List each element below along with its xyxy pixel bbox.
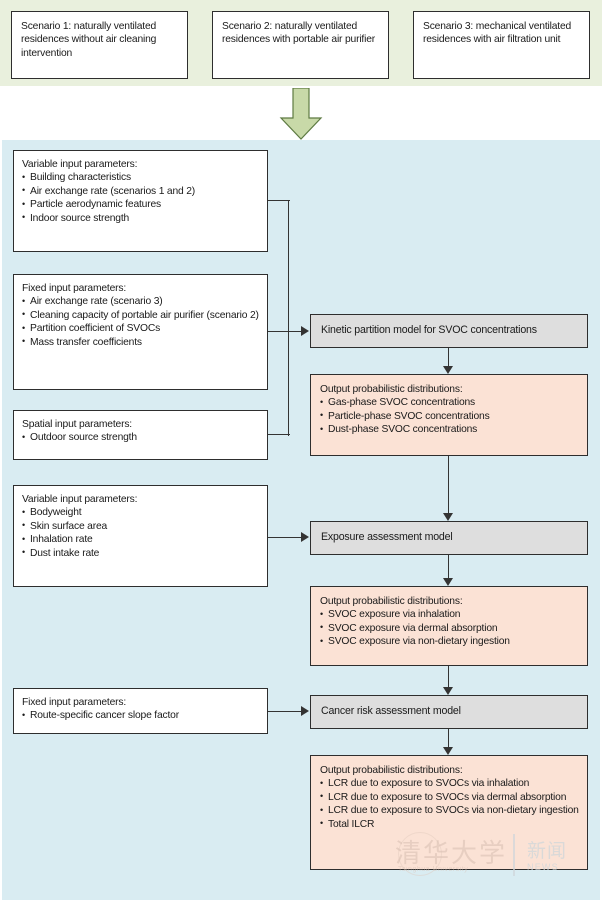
fixed-input-parameters-environment-box: Fixed input parameters: Air exchange rat…	[13, 274, 268, 390]
connector-cancer-model-to-output	[448, 729, 450, 747]
output-exposure-list: SVOC exposure via inhalation SVOC exposu…	[320, 608, 579, 649]
arrowhead-into-cancer-model	[443, 687, 453, 695]
connector-env-inputs-bus	[288, 200, 290, 436]
variable-env-list: Building characteristics Air exchange ra…	[22, 171, 260, 225]
arrowhead-into-cancer-model-left	[301, 706, 309, 716]
list-item: Air exchange rate (scenarios 1 and 2)	[22, 184, 260, 198]
spatial-list: Outdoor source strength	[22, 431, 260, 445]
list-item: Outdoor source strength	[22, 431, 260, 445]
output-risk-title: Output probabilistic distributions:	[320, 765, 463, 776]
list-item: SVOC exposure via dermal absorption	[320, 621, 579, 635]
spatial-input-parameters-box: Spatial input parameters: Outdoor source…	[13, 410, 268, 460]
arrowhead-into-kinetic-model	[301, 326, 309, 336]
list-item: Particle aerodynamic features	[22, 198, 260, 212]
variable-input-parameters-environment-box: Variable input parameters: Building char…	[13, 150, 268, 252]
fixed-risk-list: Route-specific cancer slope factor	[22, 709, 260, 723]
list-item: Dust-phase SVOC concentrations	[320, 423, 579, 437]
arrowhead-into-output-risk	[443, 747, 453, 755]
scenario-box-2: Scenario 2: naturally ventilated residen…	[212, 11, 389, 79]
spatial-title: Spatial input parameters:	[22, 419, 132, 430]
cancer-model-label: Cancer risk assessment model	[321, 705, 461, 718]
connector-spatial-to-bus	[268, 434, 290, 436]
output-risk-list: LCR due to exposure to SVOCs via inhalat…	[320, 777, 579, 831]
arrowhead-into-output-exposure	[443, 578, 453, 586]
connector-bus-to-kinetic-model	[288, 331, 304, 333]
list-item: Air exchange rate (scenario 3)	[22, 295, 260, 309]
list-item: Building characteristics	[22, 171, 260, 185]
scenario-box-3: Scenario 3: mechanical ventilated reside…	[413, 11, 590, 79]
list-item: Total ILCR	[320, 817, 579, 831]
connector-exposure-model-to-output	[448, 555, 450, 579]
output-concentrations-box: Output probabilistic distributions: Gas-…	[310, 374, 588, 456]
output-risk-box: Output probabilistic distributions: LCR …	[310, 755, 588, 870]
scenario-1-text: Scenario 1: naturally ventilated residen…	[21, 21, 157, 59]
fixed-env-title: Fixed input parameters:	[22, 283, 127, 294]
variable-exposure-list: Bodyweight Skin surface area Inhalation …	[22, 506, 260, 560]
list-item: Route-specific cancer slope factor	[22, 709, 260, 723]
variable-input-parameters-exposure-box: Variable input parameters: Bodyweight Sk…	[13, 485, 268, 587]
list-item: LCR due to exposure to SVOCs via dermal …	[320, 790, 579, 804]
list-item: Indoor source strength	[22, 211, 260, 225]
list-item: SVOC exposure via inhalation	[320, 608, 579, 622]
connector-variable-env-to-bus	[268, 200, 290, 202]
scenario-box-1: Scenario 1: naturally ventilated residen…	[11, 11, 188, 79]
output-exposure-title: Output probabilistic distributions:	[320, 596, 463, 607]
scenarios-to-model-block-arrow	[279, 88, 323, 140]
list-item: SVOC exposure via non-dietary ingestion	[320, 635, 579, 649]
kinetic-partition-model-box: Kinetic partition model for SVOC concent…	[310, 314, 588, 348]
scenario-2-text: Scenario 2: naturally ventilated residen…	[222, 21, 376, 46]
list-item: Dust intake rate	[22, 546, 260, 560]
arrowhead-into-exposure-model	[443, 513, 453, 521]
connector-fixed-env-to-bus	[268, 331, 290, 333]
fixed-input-parameters-risk-box: Fixed input parameters: Route-specific c…	[13, 688, 268, 734]
output-concentrations-title: Output probabilistic distributions:	[320, 384, 463, 395]
variable-env-title: Variable input parameters:	[22, 159, 138, 170]
list-item: Cleaning capacity of portable air purifi…	[22, 308, 260, 322]
list-item: Particle-phase SVOC concentrations	[320, 409, 579, 423]
connector-variable-exposure-to-model	[268, 537, 304, 539]
cancer-risk-assessment-model-box: Cancer risk assessment model	[310, 695, 588, 729]
kinetic-model-label: Kinetic partition model for SVOC concent…	[321, 324, 537, 337]
output-concentrations-list: Gas-phase SVOC concentrations Particle-p…	[320, 396, 579, 437]
exposure-assessment-model-box: Exposure assessment model	[310, 521, 588, 555]
output-exposure-box: Output probabilistic distributions: SVOC…	[310, 586, 588, 666]
connector-output-exposure-to-cancer-model	[448, 666, 450, 687]
arrowhead-into-exposure-model-left	[301, 532, 309, 542]
exposure-model-label: Exposure assessment model	[321, 531, 453, 544]
scenario-3-text: Scenario 3: mechanical ventilated reside…	[423, 21, 572, 46]
connector-kinetic-to-output	[448, 348, 450, 368]
fixed-env-list: Air exchange rate (scenario 3) Cleaning …	[22, 295, 260, 349]
list-item: Mass transfer coefficients	[22, 335, 260, 349]
variable-exposure-title: Variable input parameters:	[22, 494, 138, 505]
arrowhead-into-output-concentrations	[443, 366, 453, 374]
list-item: LCR due to exposure to SVOCs via non-die…	[320, 804, 579, 818]
fixed-risk-title: Fixed input parameters:	[22, 697, 127, 708]
list-item: Skin surface area	[22, 519, 260, 533]
list-item: Gas-phase SVOC concentrations	[320, 396, 579, 410]
list-item: Partition coefficient of SVOCs	[22, 322, 260, 336]
connector-output-concentrations-to-exposure-model	[448, 456, 450, 513]
list-item: Inhalation rate	[22, 533, 260, 547]
list-item: LCR due to exposure to SVOCs via inhalat…	[320, 777, 579, 791]
list-item: Bodyweight	[22, 506, 260, 520]
connector-fixed-risk-to-model	[268, 711, 304, 713]
